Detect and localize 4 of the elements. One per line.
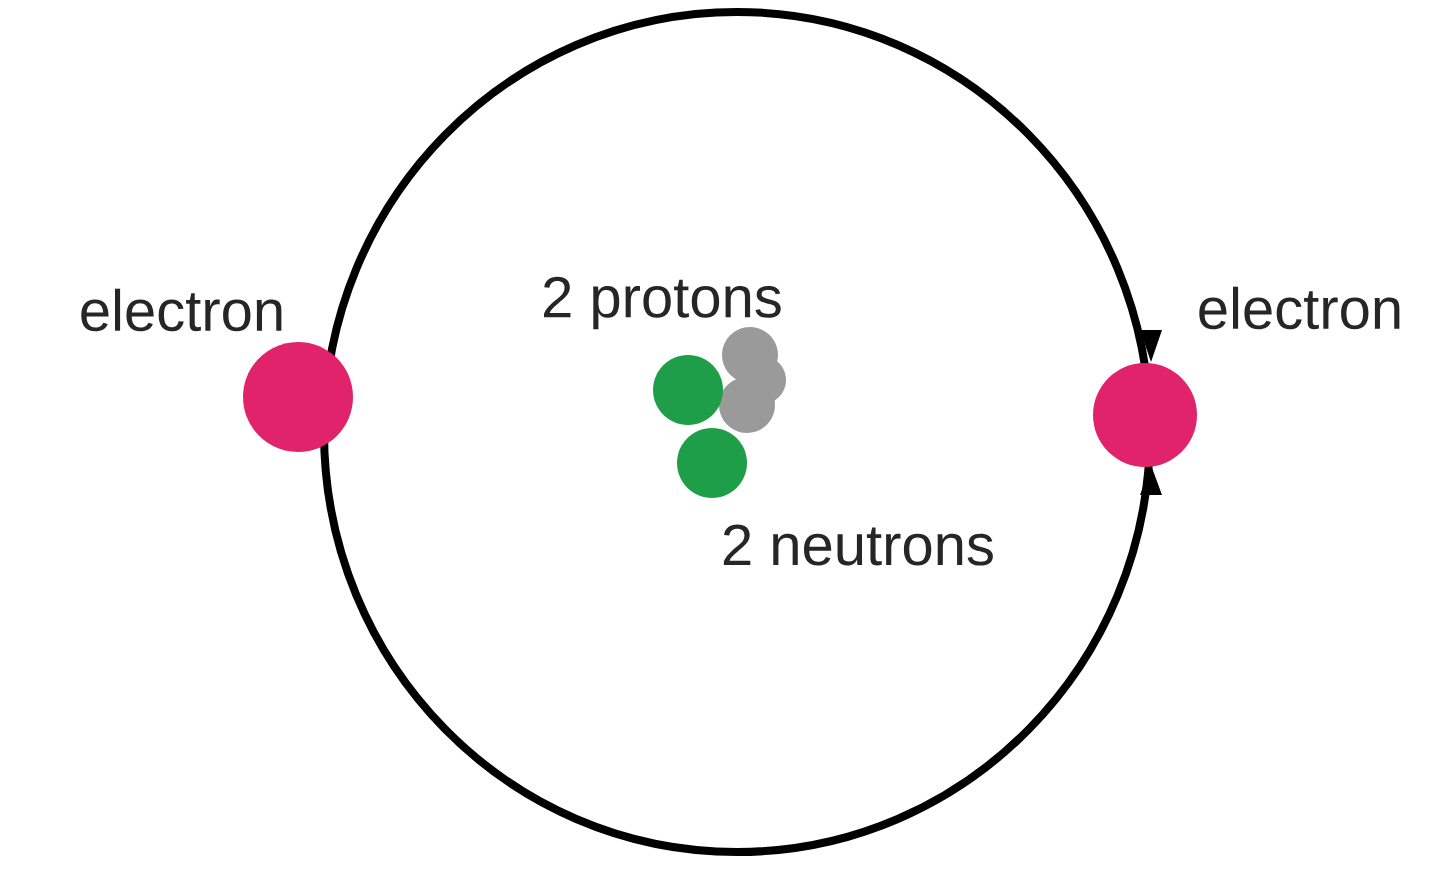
label: electron <box>1199 286 1400 330</box>
label: 2 neutrons <box>723 524 993 566</box>
label: 2 protons <box>544 276 781 330</box>
label: electron <box>81 288 282 332</box>
